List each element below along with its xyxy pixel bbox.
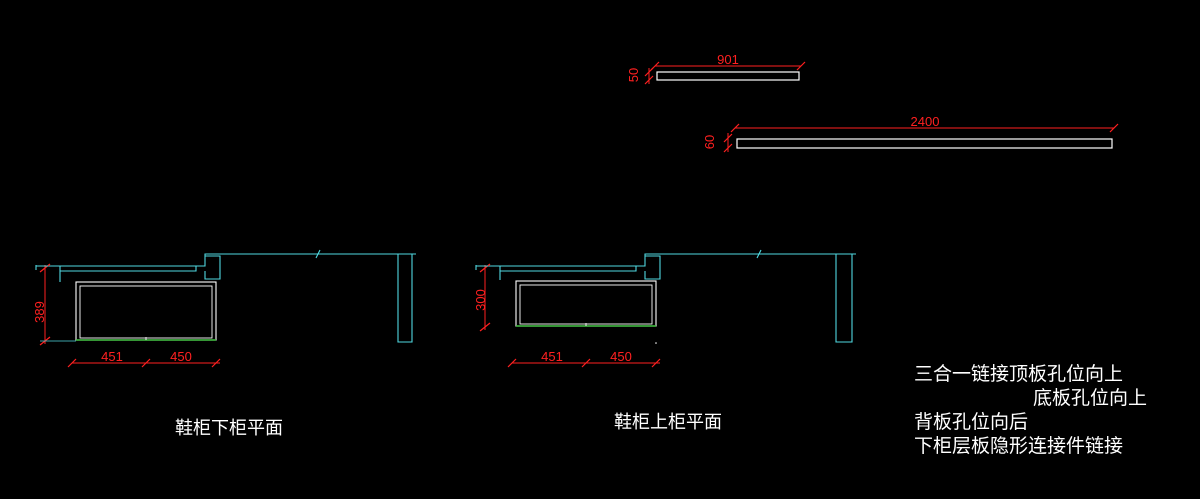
lower-cabinet-box — [75, 281, 217, 341]
note-line-4: 下柜层板隐形连接件链接 — [914, 435, 1124, 457]
board-901: 901 50 — [626, 52, 806, 85]
board-2400-outline — [736, 138, 1113, 149]
upper-cabinet-box — [515, 280, 657, 327]
lower-cabinet-plan-title: 鞋柜下柜平面 — [175, 418, 283, 439]
upper-cabinet-plan: 300 451 450 — [473, 249, 856, 368]
assembly-notes: 三合一链接顶板孔位向上 底板孔位向上 背板孔位向后 下柜层板隐形连接件链接 — [914, 362, 1147, 458]
board-2400-thickness-label: 60 — [702, 135, 717, 149]
upper-depth-label: 300 — [473, 289, 488, 311]
note-line-1: 三合一链接顶板孔位向上 — [914, 363, 1124, 385]
board-2400-length-label: 2400 — [911, 114, 940, 129]
note-line-2: 底板孔位向上 — [1033, 387, 1148, 409]
board-901-length-label: 901 — [717, 52, 739, 67]
board-2400: 2400 60 — [702, 114, 1119, 153]
upper-cabinet-plan-title: 鞋柜上柜平面 — [614, 412, 722, 433]
lower-width-right-label: 450 — [170, 349, 192, 364]
note-line-3: 背板孔位向后 — [914, 411, 1029, 433]
lower-wall-outline — [35, 253, 416, 343]
upper-width-left-label: 451 — [541, 349, 563, 364]
upper-width-right-label: 450 — [610, 349, 632, 364]
board-901-outline — [656, 71, 800, 81]
board-901-thickness-label: 50 — [626, 68, 641, 82]
lower-cabinet-plan: 389 451 450 — [32, 249, 416, 368]
upper-wall-outline — [475, 253, 856, 343]
lower-depth-label: 389 — [32, 301, 47, 323]
lower-width-left-label: 451 — [101, 349, 123, 364]
